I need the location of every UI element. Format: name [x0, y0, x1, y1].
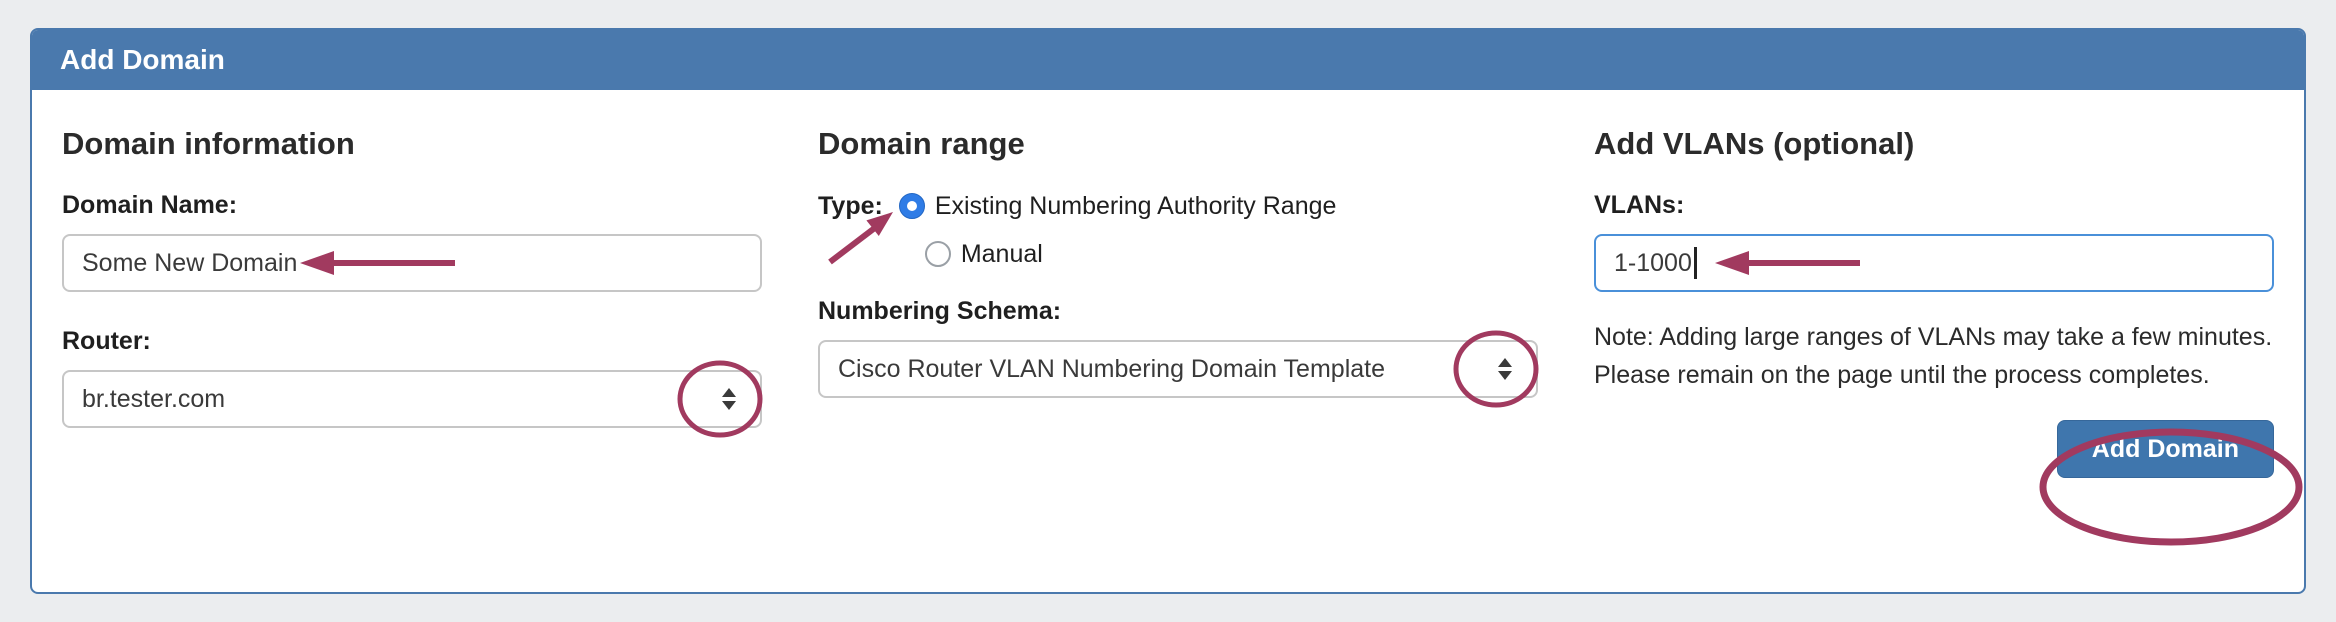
radio-option-label: Existing Numbering Authority Range	[934, 192, 1337, 220]
numbering-schema-selected-value: Cisco Router VLAN Numbering Domain Templ…	[838, 354, 1385, 383]
domain-range-heading: Domain range	[818, 126, 1025, 161]
radio-selected-icon[interactable]	[898, 193, 925, 219]
vlans-input[interactable]: 1-1000	[1594, 234, 2274, 292]
domain-name-value: Some New Domain	[82, 248, 298, 277]
panel-title: Add Domain	[60, 44, 225, 75]
button-row: Add Domain	[1594, 420, 2274, 478]
vlans-label: VLANs:	[1594, 191, 1685, 219]
router-label: Router:	[62, 327, 151, 355]
domain-information-heading: Domain information	[62, 126, 355, 161]
type-row: Type: Existing Numbering Authority Range…	[818, 190, 1538, 270]
numbering-schema-label: Numbering Schema:	[818, 297, 1062, 325]
type-radio-group: Existing Numbering Authority Range Manua…	[898, 190, 1337, 270]
panel-body: Domain information Domain Name: Some New…	[32, 90, 2304, 516]
domain-range-section: Domain range Type: Existing Numbering Au…	[818, 126, 1538, 478]
select-stepper-icon[interactable]	[1492, 356, 1518, 382]
chevron-down-icon	[722, 401, 736, 410]
domain-name-input[interactable]: Some New Domain	[62, 234, 762, 292]
router-select[interactable]: br.tester.com	[62, 370, 762, 428]
chevron-up-icon	[722, 388, 736, 397]
domain-information-section: Domain information Domain Name: Some New…	[62, 126, 762, 478]
type-label: Type:	[818, 192, 883, 220]
vlans-value: 1-1000	[1614, 248, 1692, 277]
domain-name-label: Domain Name:	[62, 191, 238, 219]
add-vlans-section: Add VLANs (optional) VLANs: 1-1000 Note:…	[1594, 126, 2274, 478]
chevron-up-icon	[1498, 358, 1512, 367]
panel-header: Add Domain	[32, 30, 2304, 90]
select-stepper-icon[interactable]	[716, 386, 742, 412]
vlans-note: Note: Adding large ranges of VLANs may t…	[1594, 323, 2273, 389]
numbering-schema-select[interactable]: Cisco Router VLAN Numbering Domain Templ…	[818, 340, 1538, 398]
radio-option-existing-range[interactable]: Existing Numbering Authority Range	[898, 190, 1337, 222]
add-domain-panel: Add Domain Domain information Domain Nam…	[30, 28, 2306, 594]
chevron-down-icon	[1498, 371, 1512, 380]
radio-unselected-icon[interactable]	[924, 241, 951, 267]
router-selected-value: br.tester.com	[82, 384, 226, 413]
add-domain-button[interactable]: Add Domain	[2056, 420, 2274, 478]
radio-option-manual[interactable]: Manual	[924, 238, 1337, 270]
text-cursor	[1693, 247, 1697, 279]
add-vlans-heading: Add VLANs (optional)	[1594, 126, 1915, 161]
radio-option-label: Manual	[960, 240, 1043, 268]
